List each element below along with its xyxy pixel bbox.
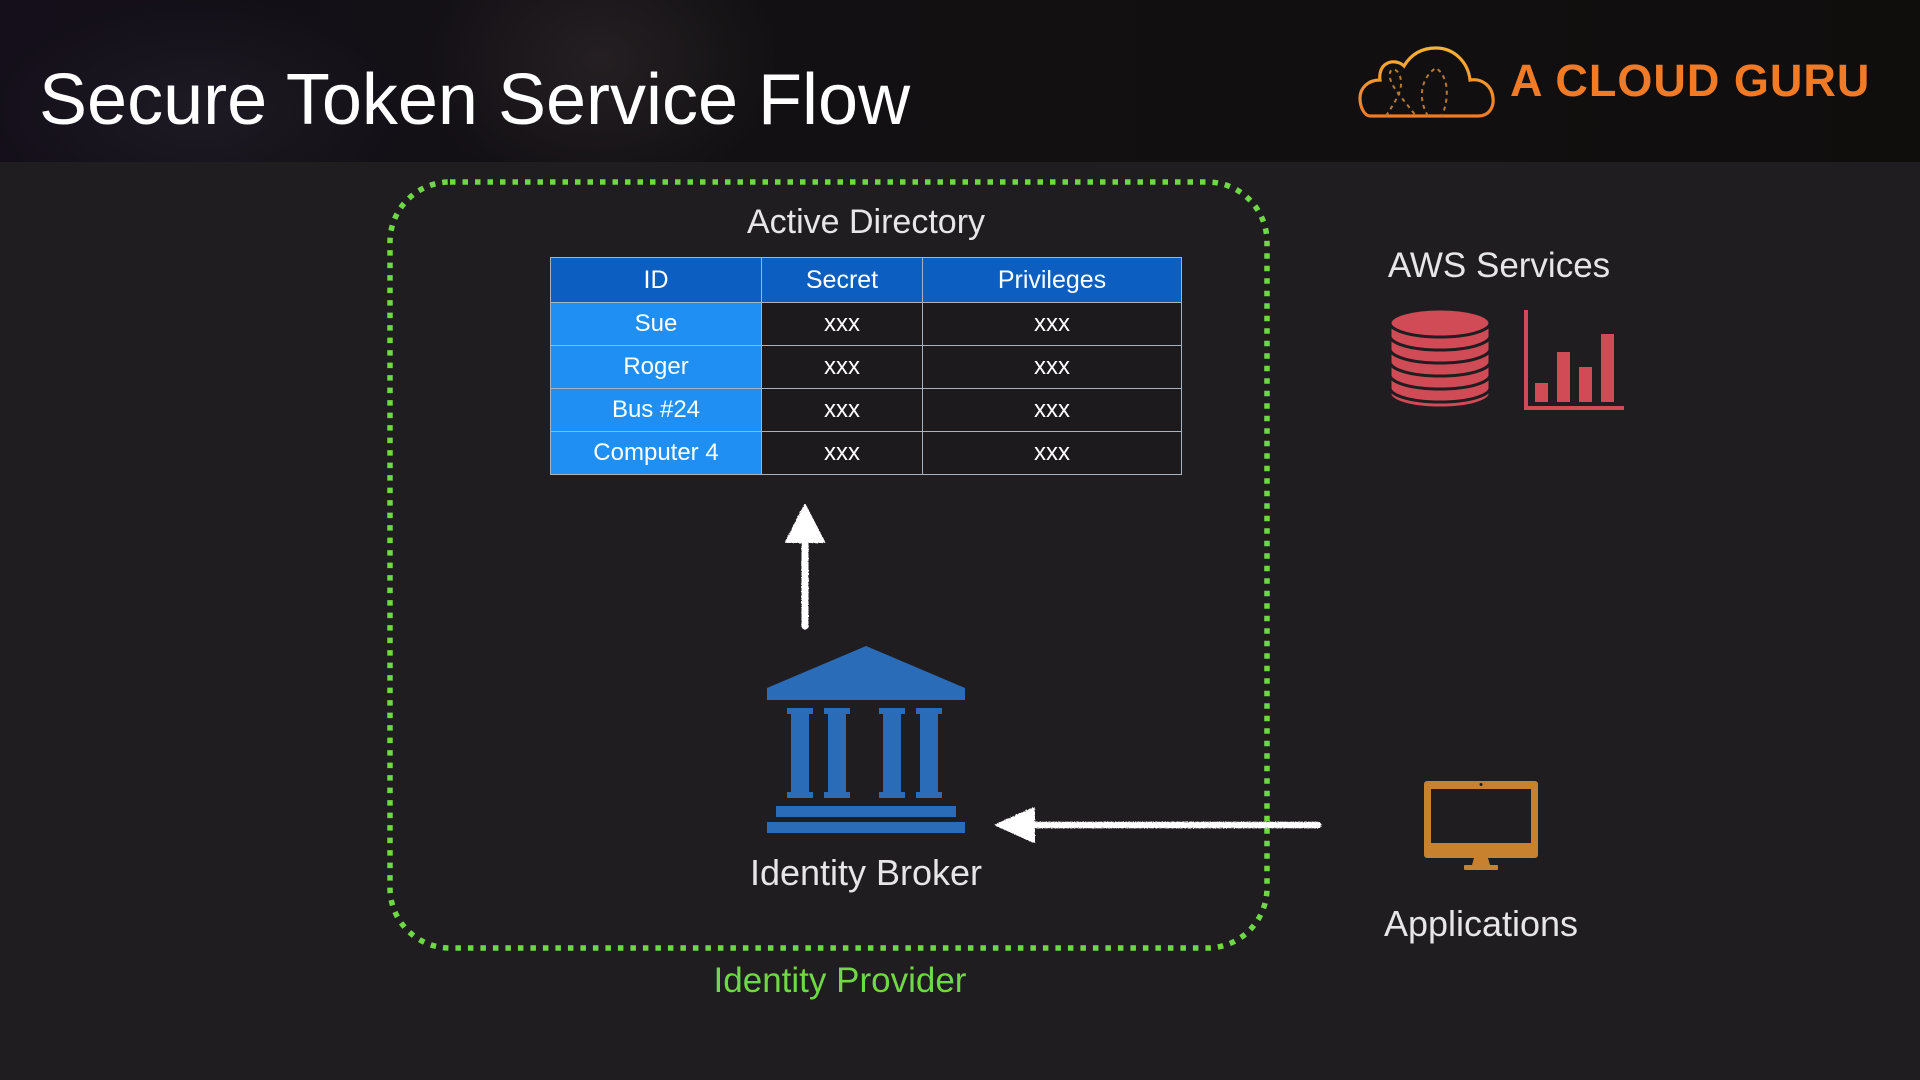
table-header-row: ID Secret Privileges [550, 257, 1182, 303]
privileges-cell: xxx [922, 431, 1182, 475]
header-bar [0, 0, 1920, 162]
cloud-logo-icon [1358, 46, 1495, 118]
database-icon [1388, 307, 1492, 410]
arrow-left-icon [995, 807, 1322, 843]
table-row: Bus #24 xxx xxx [550, 388, 1182, 432]
identity-provider-label: Identity Provider [713, 961, 967, 1000]
secret-cell: xxx [761, 302, 923, 346]
active-directory-title: Active Directory [746, 203, 986, 241]
secret-cell: xxx [761, 388, 923, 432]
bank-building-icon [767, 646, 965, 833]
arrow-up-icon [785, 504, 825, 630]
id-cell: Bus #24 [550, 388, 762, 432]
id-cell: Computer 4 [550, 431, 762, 475]
table-row: Roger xxx xxx [550, 345, 1182, 389]
aws-services-label: AWS Services [1387, 246, 1611, 285]
table-row: Computer 4 xxx xxx [550, 431, 1182, 475]
identity-provider-boundary [387, 179, 1270, 951]
applications-label: Applications [1383, 903, 1579, 944]
page-title: Secure Token Service Flow [39, 60, 911, 140]
secret-cell: xxx [761, 345, 923, 389]
column-header-id: ID [550, 257, 762, 303]
column-header-privileges: Privileges [922, 257, 1182, 303]
privileges-cell: xxx [922, 388, 1182, 432]
active-directory-table: ID Secret Privileges Sue xxx xxx Roger x… [550, 257, 1182, 475]
secret-cell: xxx [761, 431, 923, 475]
table-row: Sue xxx xxx [550, 302, 1182, 346]
monitor-icon [1424, 781, 1538, 870]
bar-chart-icon [1524, 310, 1624, 410]
id-cell: Roger [550, 345, 762, 389]
privileges-cell: xxx [922, 302, 1182, 346]
brand-name: A CLOUD GURU [1510, 55, 1871, 106]
id-cell: Sue [550, 302, 762, 346]
column-header-secret: Secret [761, 257, 923, 303]
identity-broker-label: Identity Broker [749, 852, 983, 893]
privileges-cell: xxx [922, 345, 1182, 389]
